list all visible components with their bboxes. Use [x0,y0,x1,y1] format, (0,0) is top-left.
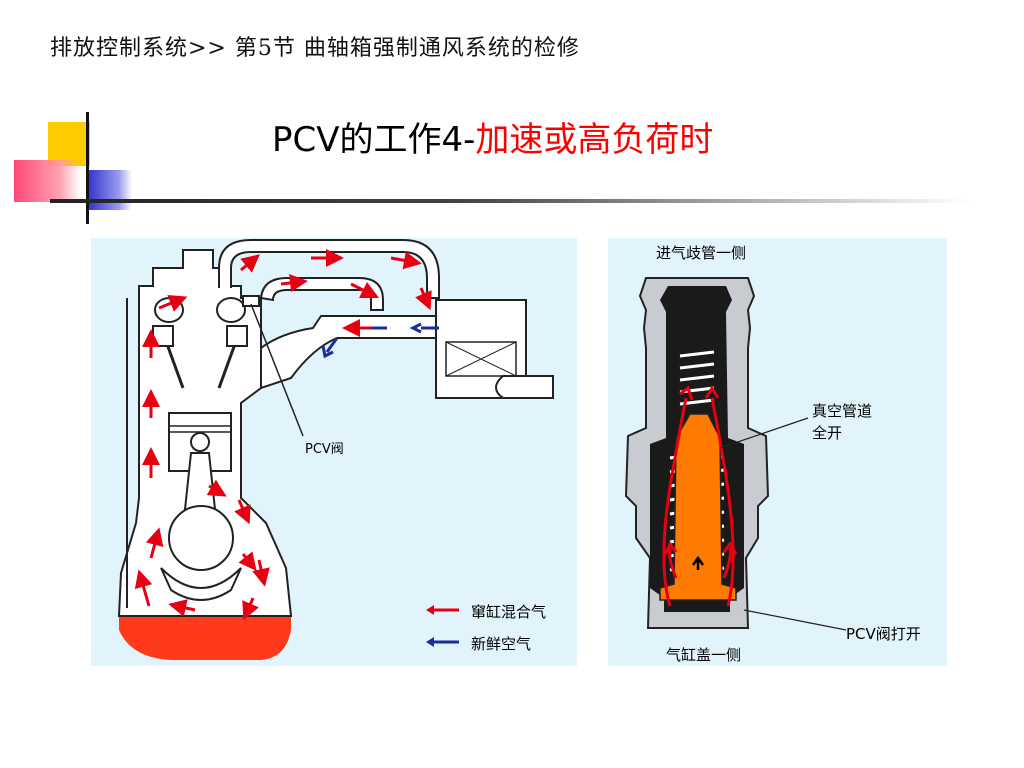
deco-blue-square [88,170,132,210]
deco-vertical-line [86,112,89,224]
engine-diagram-svg [117,239,554,660]
page-title: PCV的工作4-加速或高负荷时 [272,112,713,161]
breadcrumb: 排放控制系统>> 第5节 曲轴箱强制通风系统的检修 [50,36,580,61]
engine-diagram-panel: PCV阀 窜缸混合气 新鲜空气 [91,238,577,666]
valve-open-label: PCV阀打开 [846,625,921,643]
valve-bottom-label: 气缸盖一侧 [666,646,742,664]
blowby-arrows [134,249,432,621]
legend-fresh-marker [426,637,459,647]
valve-diagram-svg [624,277,847,631]
deco-yellow-square [48,122,90,166]
valve-diagram-panel: 进气歧管一侧 真空管道 全开 PCV阀打开 气缸盖一侧 [608,238,947,666]
lower-hose [259,277,384,311]
oil-pan [119,616,291,660]
pcv-valve-label: PCV阀 [305,442,344,457]
title-prefix: PCV的工作4- [272,120,476,160]
fresh-air-arrows [321,322,439,359]
valve-top-label: 进气歧管一侧 [656,244,747,262]
valve-plunger [659,413,737,601]
legend-blowby-label: 窜缸混合气 [471,603,547,621]
vacuum-label-line1: 真空管道 [812,402,873,420]
valve-flow-arrows [662,385,738,607]
legend-fresh-label: 新鲜空气 [471,635,532,653]
legend-blowby-marker [426,605,459,615]
deco-red-square [14,160,80,202]
vacuum-label-line2: 全开 [812,424,843,442]
title-highlight: 加速或高负荷时 [475,120,714,160]
header-rule [50,199,970,203]
crankshaft [168,505,234,571]
